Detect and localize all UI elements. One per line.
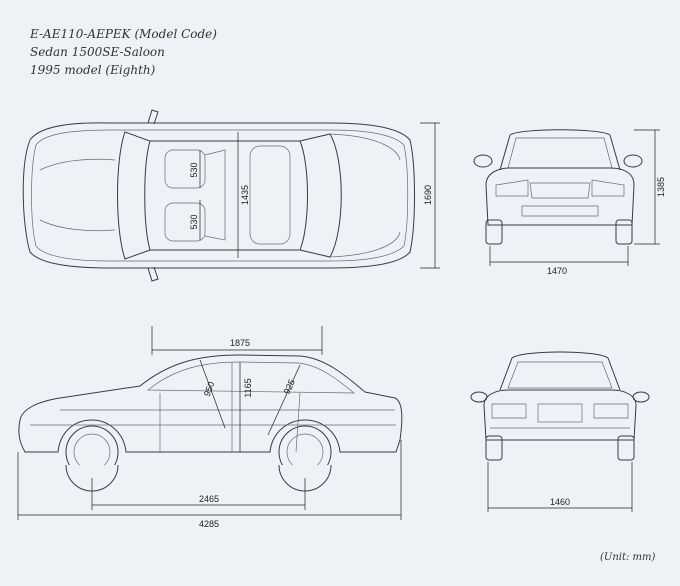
dim-side-interior-length: 1875 [230,338,250,348]
model-year: 1995 model (Eighth) [30,63,156,77]
dim-top-overall-width: 1690 [423,185,433,205]
rear-view [470,351,650,512]
dim-top-seat-rear: 530 [189,214,199,229]
dim-side-wheelbase: 2465 [199,494,219,504]
unit-label: (Unit: mm) [600,552,656,563]
dim-top-interior-width: 1435 [240,185,250,205]
dim-rear-track: 1460 [550,497,570,507]
front-view [473,129,660,266]
model-title-block: E-AE110-AEPEK (Model Code) Sedan 1500SE-… [30,25,217,79]
dim-side-overall-length: 4285 [199,519,219,529]
model-trim: Sedan 1500SE-Saloon [30,45,165,59]
top-view [22,109,440,282]
dim-top-seat-front: 530 [189,162,199,177]
side-view [17,326,403,520]
dim-side-front-headroom: 950 [202,380,217,398]
dim-side-interior-height: 1165 [243,378,253,397]
model-code: E-AE110-AEPEK (Model Code) [30,27,217,41]
dim-front-height: 1385 [656,177,666,197]
dim-side-rear-headroom: 925 [282,378,297,396]
dim-front-track: 1470 [547,266,567,276]
